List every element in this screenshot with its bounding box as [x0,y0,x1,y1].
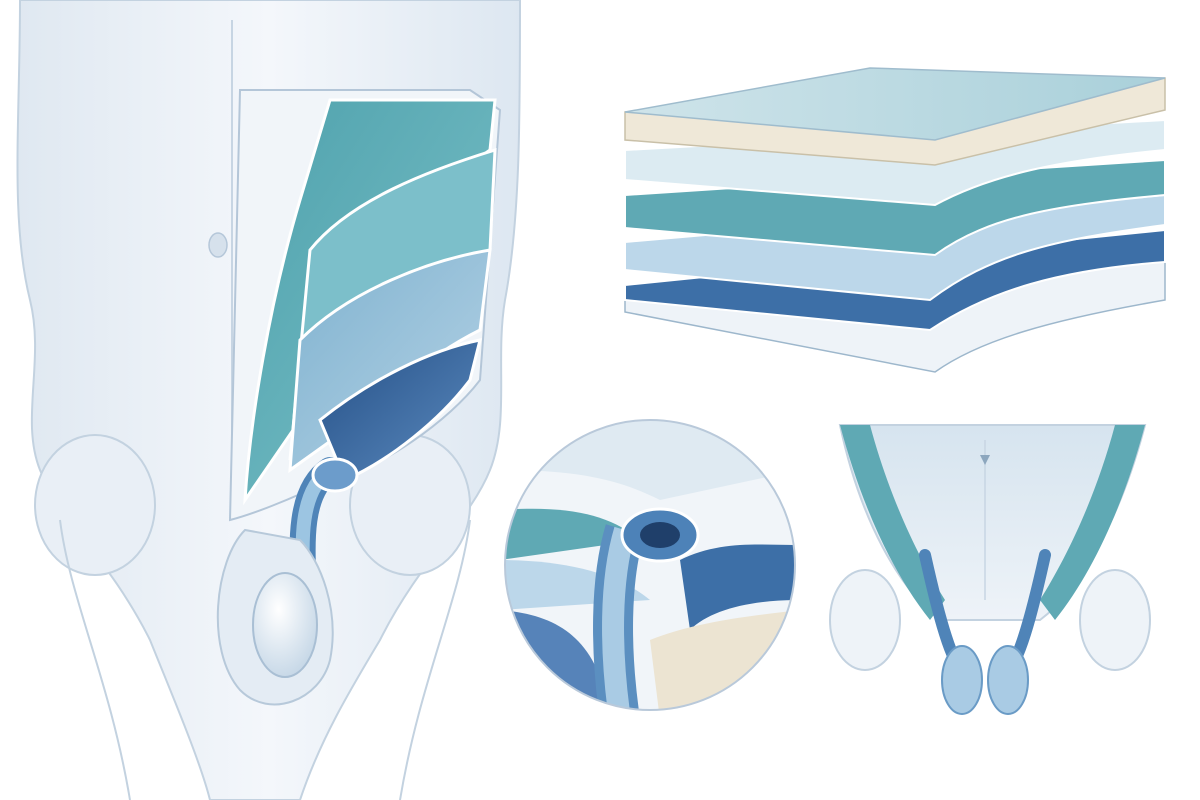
abdominal-wall-layers-illustration [16,0,521,800]
